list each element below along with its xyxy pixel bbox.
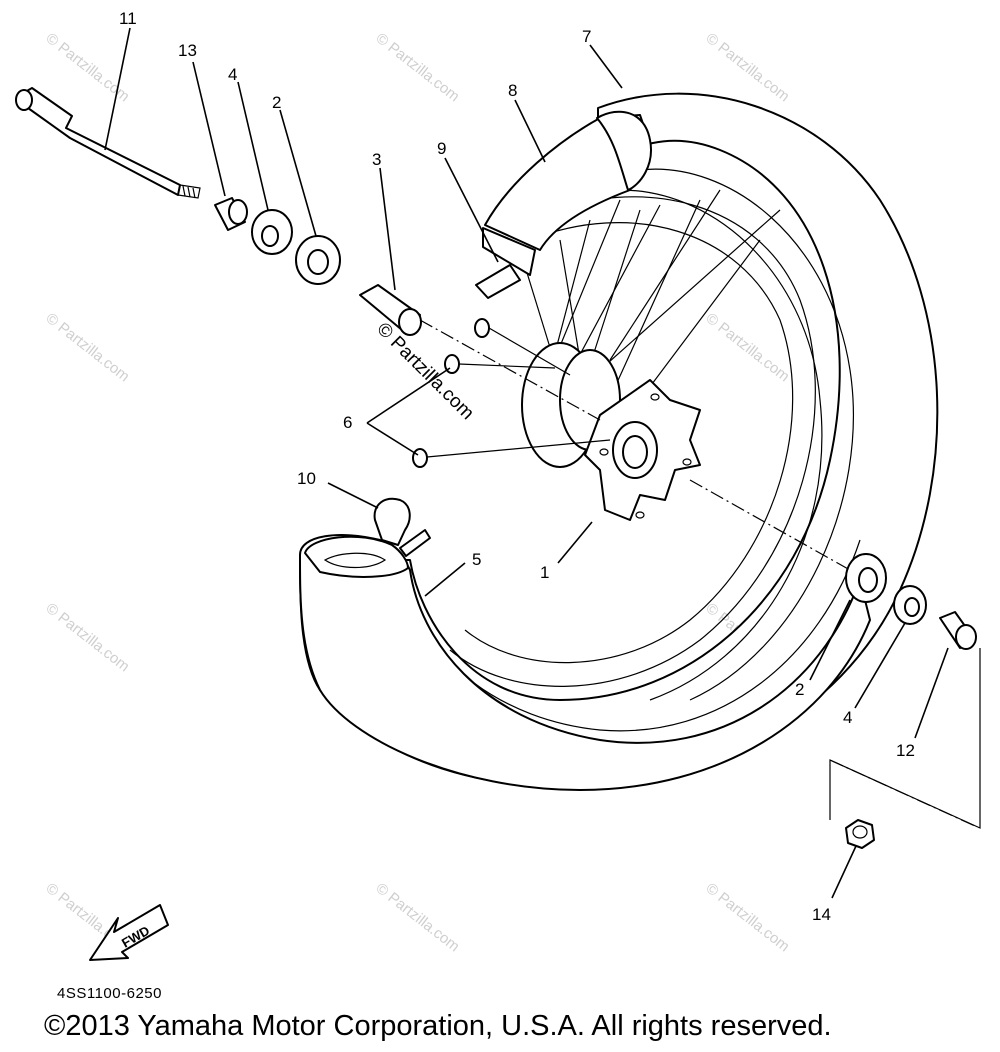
callout-8: 8	[508, 81, 517, 100]
callout-5: 5	[472, 550, 481, 569]
part-code: 4SS1100-6250	[57, 985, 162, 1002]
oil-seal-right	[893, 585, 927, 625]
callout-9: 9	[437, 139, 446, 158]
callout-2: 2	[272, 93, 281, 112]
bearing-left	[295, 235, 341, 285]
hub	[521, 342, 701, 521]
callout-13: 13	[178, 41, 197, 60]
callout-3: 3	[372, 150, 381, 169]
valve-strip	[475, 264, 521, 299]
collar-right	[939, 611, 977, 650]
valve-cap	[373, 497, 431, 557]
tube	[299, 534, 871, 791]
nut	[845, 819, 875, 849]
rim	[449, 196, 816, 687]
watermark: © Partzilla.com	[43, 30, 133, 106]
watermark: © Partzilla.com	[703, 310, 793, 386]
callout-4-right: 4	[843, 708, 852, 727]
callout-2-right: 2	[795, 680, 804, 699]
watermark: © Partzilla.com	[373, 30, 463, 106]
callouts: 11 13 4 2 3 9 8 7 6 10 5 1 2 4 12 14	[119, 9, 915, 924]
watermark: © Partzilla.com	[703, 880, 793, 956]
axle	[15, 87, 201, 199]
callout-12: 12	[896, 741, 915, 760]
watermark: © Partzilla.com	[373, 880, 463, 956]
rim-band	[482, 110, 652, 276]
watermark: © Partzilla.com	[703, 30, 793, 106]
oil-seal-left	[251, 209, 293, 255]
collar-left	[214, 197, 248, 231]
leader-lines	[104, 27, 949, 899]
callout-11: 11	[119, 9, 137, 28]
screws	[412, 318, 611, 468]
callout-4: 4	[228, 65, 237, 84]
spacer	[359, 284, 422, 336]
watermark: © Partzilla.com	[43, 310, 133, 386]
watermark-grid: © Partzilla.com © Partzilla.com © Partzi…	[43, 30, 793, 956]
watermark: © Partzilla.com	[43, 600, 133, 676]
axle-centerline	[419, 319, 981, 829]
callout-10: 10	[297, 469, 316, 488]
callout-1: 1	[540, 563, 549, 582]
callout-6: 6	[343, 413, 352, 432]
copyright-notice: ©2013 Yamaha Motor Corporation, U.S.A. A…	[44, 1010, 832, 1042]
bearing-right	[845, 553, 887, 603]
callout-14: 14	[812, 905, 831, 924]
callout-7: 7	[582, 27, 591, 46]
